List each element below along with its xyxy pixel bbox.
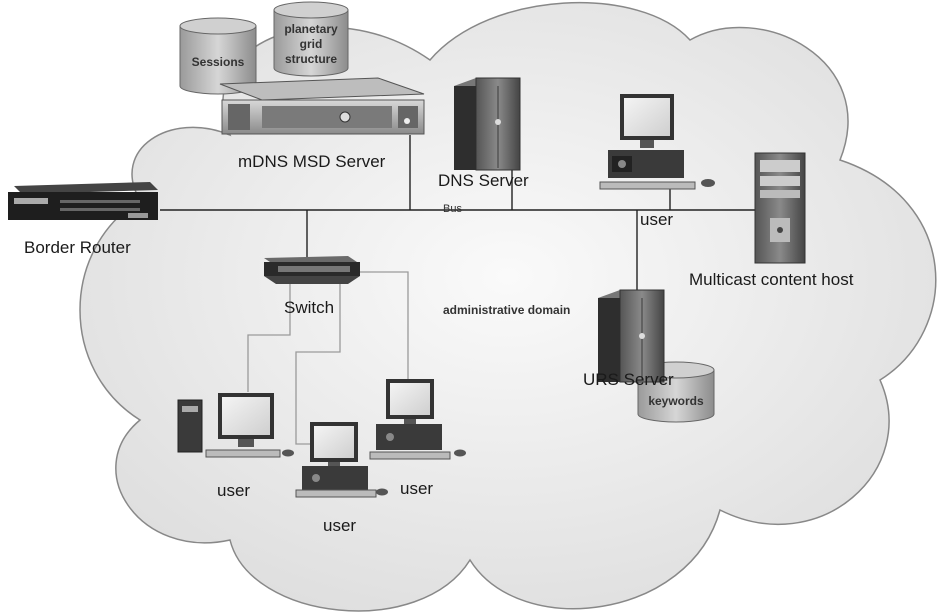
switch-device[interactable]	[264, 256, 360, 284]
dns-server-device[interactable]	[454, 77, 521, 171]
multicast-host-label: Multicast content host	[689, 270, 854, 289]
planetary-line-3: structure	[284, 52, 337, 66]
urs-server-label: URS Server	[583, 370, 674, 389]
user-right-computer[interactable]	[369, 379, 466, 460]
sessions-database	[179, 17, 257, 95]
switch-to-user-right	[355, 271, 409, 380]
user-left-label: user	[217, 481, 251, 500]
user-mid-computer[interactable]	[295, 422, 388, 498]
planetary-line-1: planetary	[284, 22, 338, 36]
keywords-label: keywords	[648, 394, 704, 408]
bus-lines	[160, 135, 760, 292]
user-top-computer[interactable]	[599, 94, 715, 190]
border-router-device[interactable]	[8, 182, 158, 220]
border-router-label: Border Router	[24, 238, 131, 257]
user-right-label: user	[400, 479, 434, 498]
mdns-server-device[interactable]	[219, 77, 425, 135]
multicast-host-device[interactable]	[754, 152, 806, 264]
user-left-computer[interactable]	[177, 393, 294, 458]
bus-label: Bus	[443, 203, 462, 215]
planetary-line-2: grid	[299, 37, 323, 51]
mdns-server-label: mDNS MSD Server	[238, 152, 386, 171]
switch-label: Switch	[284, 298, 335, 317]
administrative-domain-label: administrative domain	[443, 303, 571, 317]
sessions-label: Sessions	[191, 55, 245, 69]
planetary-grid-label: planetary grid structure	[274, 22, 348, 67]
urs-server-device[interactable]	[598, 289, 665, 383]
switch-to-user-left	[247, 278, 291, 392]
user-mid-label: user	[323, 516, 357, 535]
administrative-domain-cloud	[79, 1, 937, 612]
dns-server-label: DNS Server	[438, 171, 529, 190]
user-top-label: user	[640, 210, 674, 229]
planetary-grid-database	[273, 1, 349, 77]
